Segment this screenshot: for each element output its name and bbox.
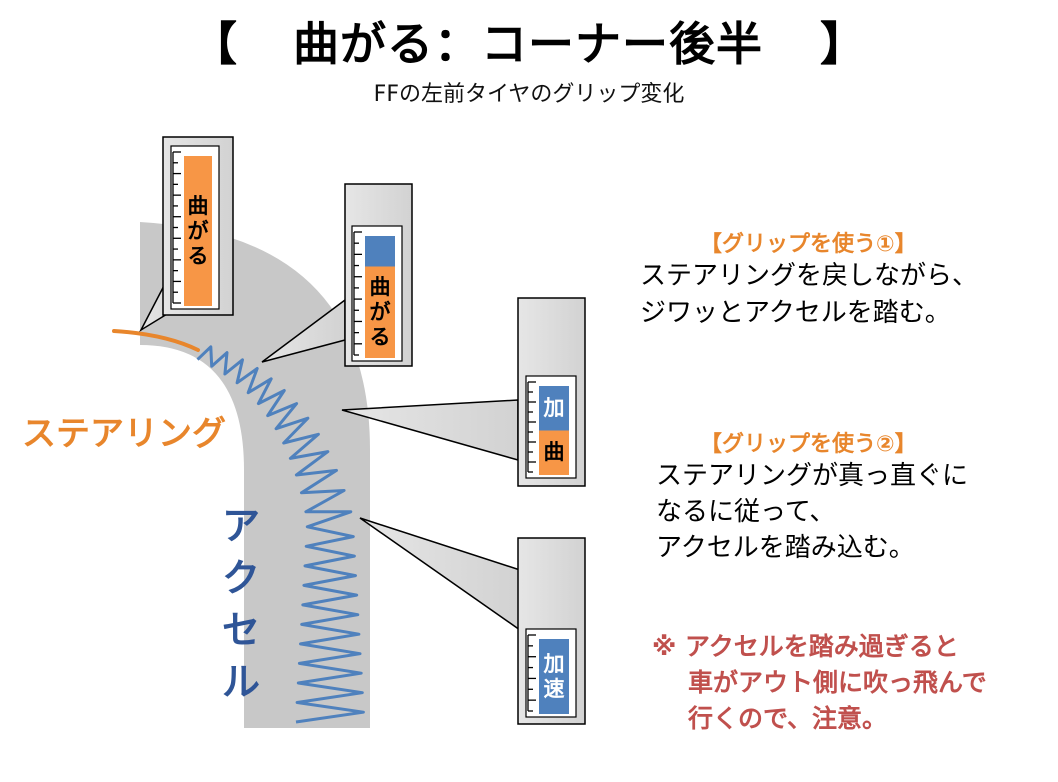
warning-line-3: 行くので、注意。	[688, 704, 888, 733]
grip2-line-2: なるに従って、	[656, 497, 836, 527]
accel-label: アクセル	[222, 504, 261, 704]
page-title: 【 曲がる：コーナー後半 】	[0, 8, 1058, 74]
grip1-line-2: ジワッとアクセルを踏む。	[640, 298, 951, 328]
warning-line-2: 車がアウト側に吹っ飛んで	[688, 668, 987, 697]
gauge-label: 曲がる	[369, 274, 391, 349]
grip2-heading: 【グリップを使う②】	[700, 432, 917, 457]
grip2-line-3: アクセルを踏み込む。	[656, 533, 915, 563]
gauge-segment-accel	[539, 639, 569, 714]
warning-line-1: ※ アクセルを踏み過ぎると	[652, 632, 959, 661]
gauge-segment-accel	[365, 236, 395, 267]
page-subtitle: FFの左前タイヤのグリップ変化	[373, 82, 685, 107]
steering-line	[112, 329, 200, 352]
gauge-label: 加	[543, 395, 565, 420]
gauge-label: 曲がる	[187, 193, 209, 268]
title-open-bracket: 【	[190, 17, 238, 71]
steering-label: ステアリング	[22, 414, 226, 454]
gauge-label: 加速	[543, 651, 565, 701]
gauge-segment-turn	[365, 266, 395, 358]
accel-spring	[196, 345, 365, 724]
gauge-label: 曲	[543, 440, 565, 465]
gauge-segment-turn	[184, 156, 212, 306]
grip1-heading: 【グリップを使う①】	[700, 232, 917, 257]
gauge-segment-turn	[539, 430, 569, 475]
title-close-bracket: 】	[820, 17, 868, 71]
gauge-layer	[172, 151, 569, 714]
title-text: 曲がる：コーナー後半	[293, 17, 763, 71]
grip1-line-1: ステアリングを戻しながら、	[640, 261, 979, 291]
gauge-segment-accel	[539, 386, 569, 431]
grip2-line-1: ステアリングが真っ直ぐに	[656, 461, 969, 491]
